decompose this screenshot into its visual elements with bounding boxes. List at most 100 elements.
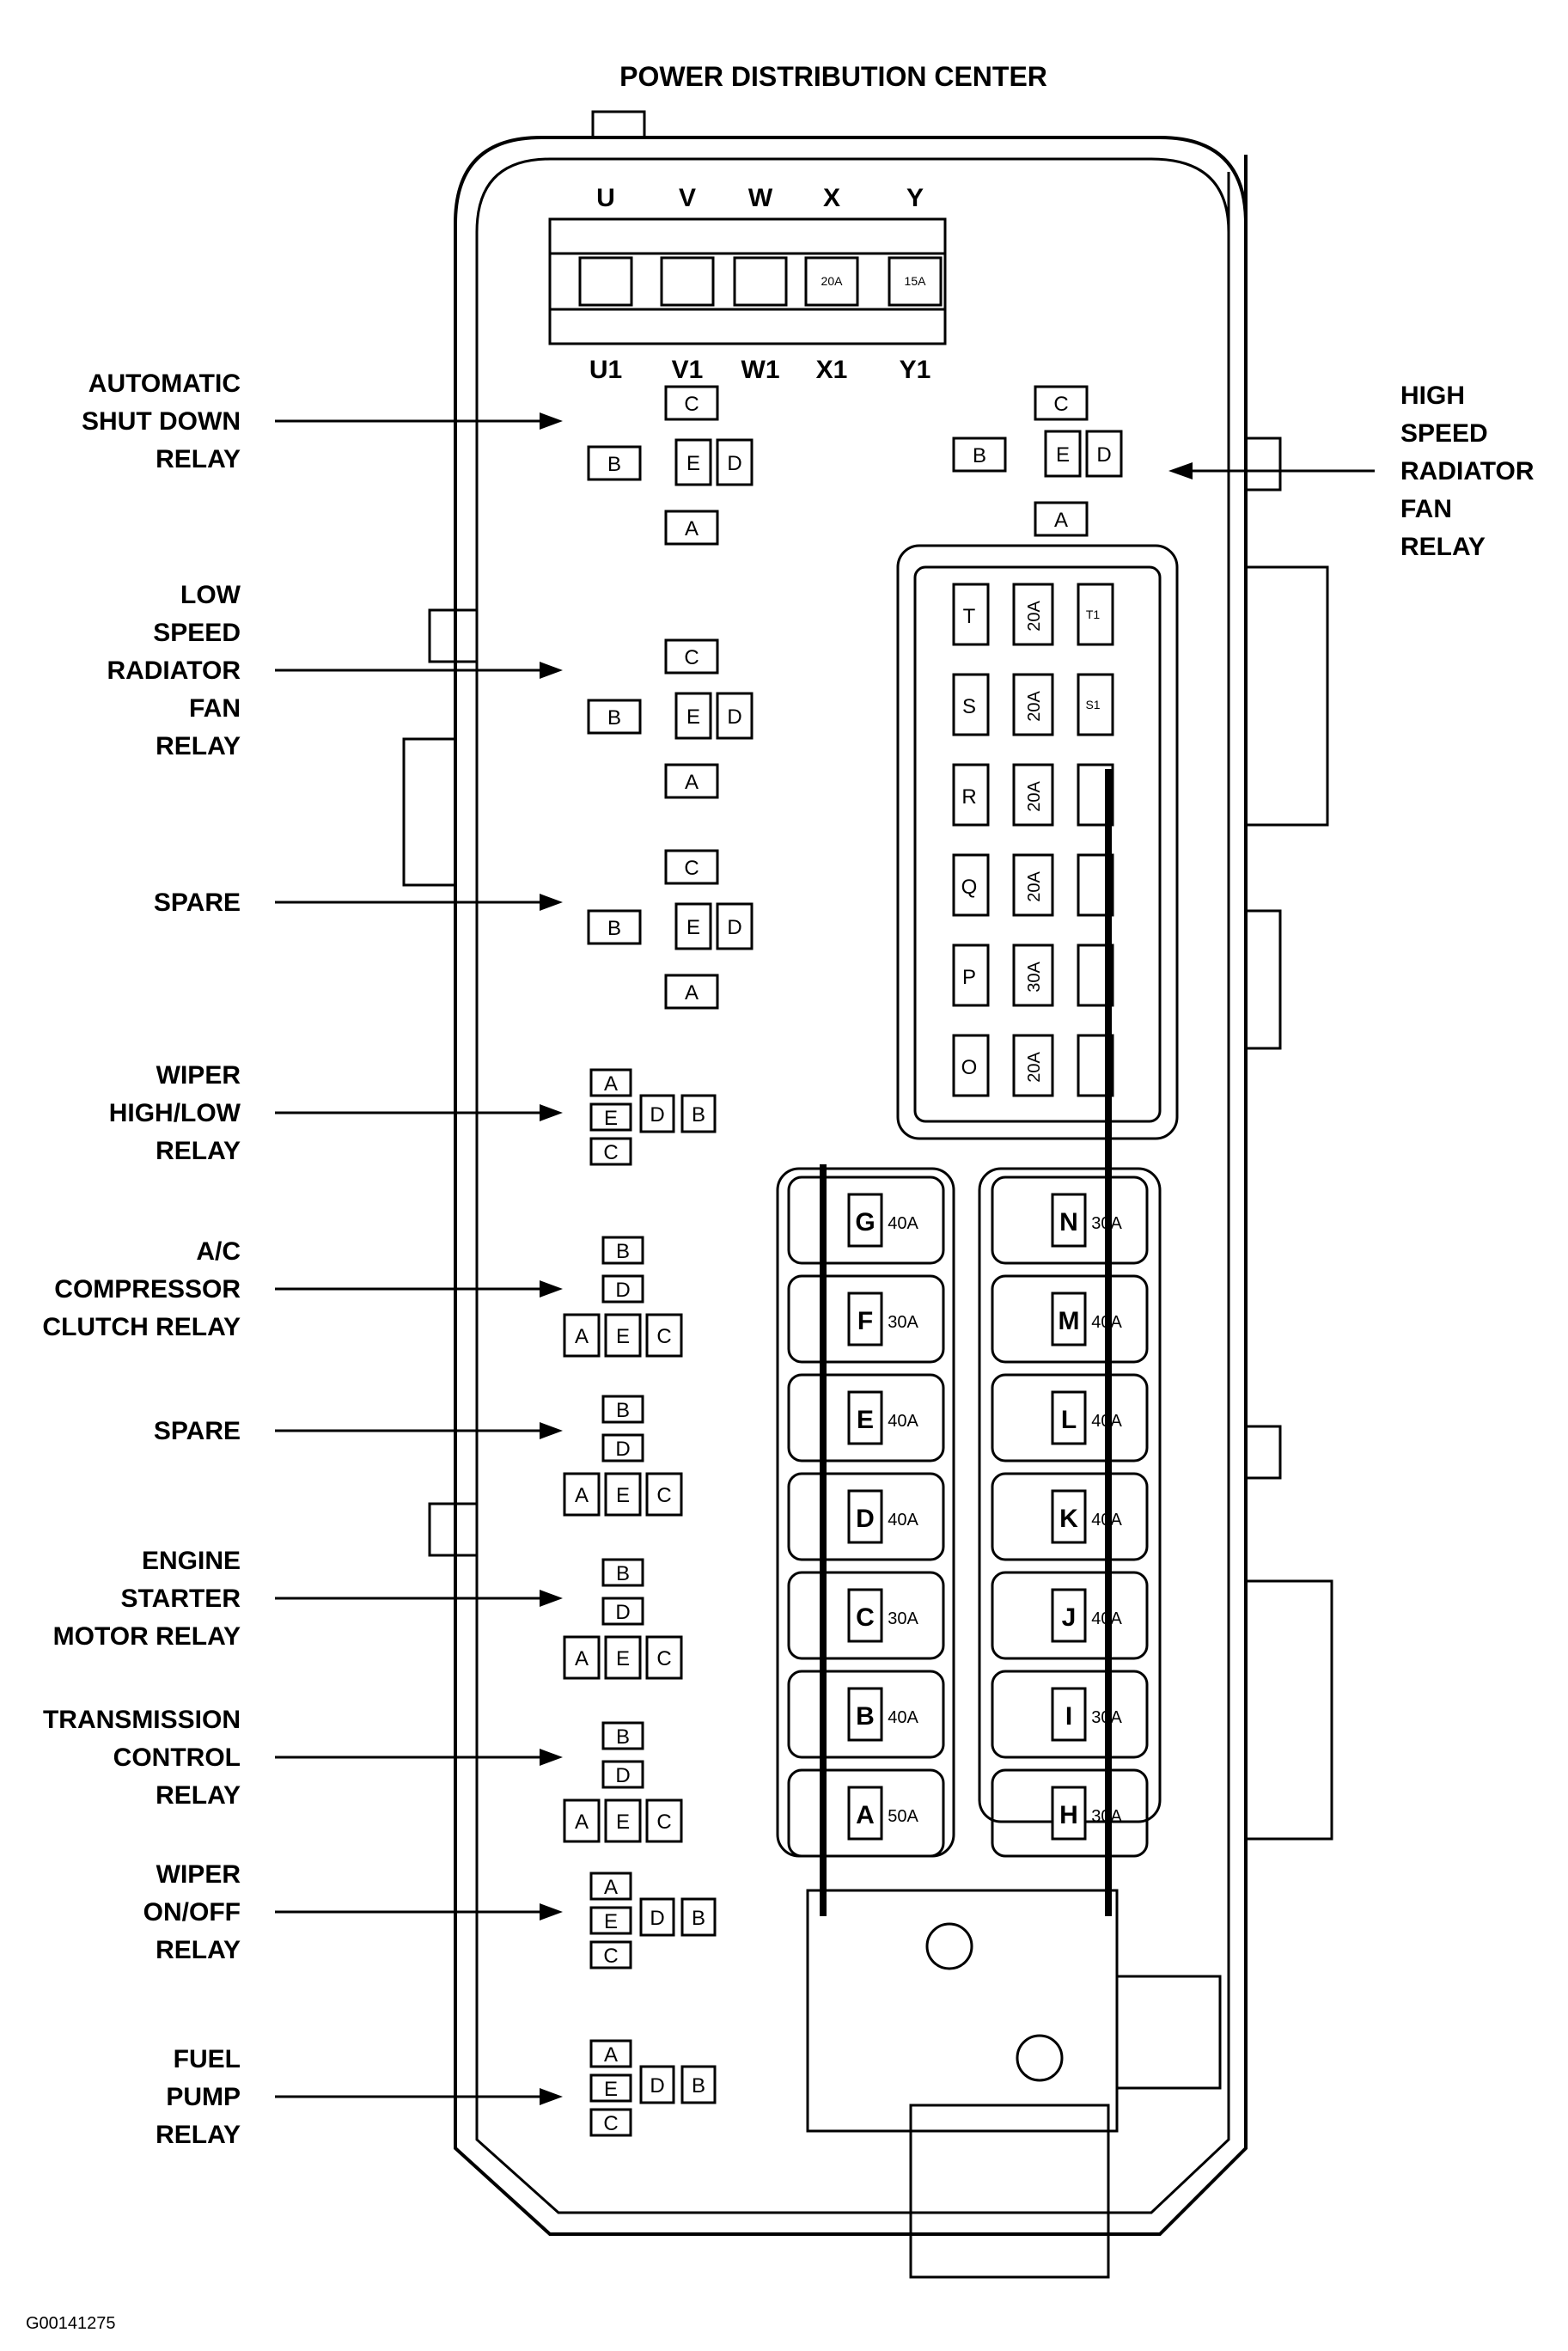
relay-terminal-c: C — [589, 1137, 632, 1166]
svg-text:D: D — [650, 1103, 664, 1127]
maxi-fuse-m: M40A — [991, 1274, 1149, 1364]
svg-text:D: D — [727, 452, 741, 475]
connector-cavity — [660, 256, 715, 307]
maxi-fuse-id: C — [856, 1603, 875, 1632]
relay-terminal-b: B — [680, 1897, 717, 1937]
maxi-fuse-n: N30A — [991, 1176, 1149, 1265]
pointer-arrowhead — [540, 412, 563, 430]
svg-text:A: A — [685, 981, 699, 1005]
connector-rating: 20A — [821, 274, 844, 288]
connector-top-label: W — [748, 184, 773, 212]
relay-terminal-a: A — [589, 2039, 632, 2068]
svg-text:E: E — [616, 1811, 630, 1834]
svg-text:B: B — [607, 453, 621, 476]
svg-text:E: E — [616, 1325, 630, 1348]
diagram-title: POWER DISTRIBUTION CENTER — [619, 61, 1047, 92]
relay-terminal-a: A — [664, 974, 719, 1010]
relay-label-line: CONTROL — [113, 1743, 241, 1772]
connector-bottom-label: W1 — [741, 356, 780, 384]
relay-label-line: A/C — [196, 1237, 241, 1266]
relay-terminal-d: D — [716, 902, 753, 950]
connector-cavity — [888, 256, 943, 307]
maxi-fuse-id: K — [1059, 1505, 1078, 1533]
svg-text:C: C — [1053, 393, 1068, 416]
relay-terminal-e: E — [589, 1102, 632, 1132]
relay-label-line: WIPER — [156, 1061, 241, 1090]
relay-terminal-e: E — [604, 1635, 642, 1680]
svg-text:B: B — [616, 1725, 630, 1749]
maxi-fuse-k: K40A — [991, 1472, 1149, 1561]
svg-text:A: A — [575, 1325, 589, 1348]
maxi-fuse-id: H — [1059, 1801, 1078, 1829]
svg-text:E: E — [616, 1647, 630, 1670]
mini-fuse-slot-label: T1 — [1086, 608, 1101, 621]
maxi-fuse-id: G — [855, 1208, 875, 1237]
relay-terminal-b: B — [601, 1721, 644, 1750]
relay-label-line: FAN — [189, 694, 241, 723]
relay-label-line: SPARE — [154, 1417, 241, 1445]
mini-fuse-rating: 20A — [1025, 1052, 1044, 1083]
svg-text:A: A — [604, 1876, 618, 1899]
relay-terminal-a: A — [664, 510, 719, 546]
high-speed-label-line: SPEED — [1400, 419, 1488, 448]
relay-terminal-e: E — [589, 1906, 632, 1935]
bus-bars — [820, 769, 1112, 1916]
relay-terminal-e: E — [674, 438, 712, 486]
maxi-fuse-id: L — [1061, 1406, 1077, 1434]
relay-label-line: CLUTCH RELAY — [42, 1313, 241, 1341]
relay-terminal-c: C — [664, 638, 719, 675]
maxi-fuse-id: D — [856, 1505, 875, 1533]
terminal-stud-lower — [1016, 2034, 1064, 2082]
relay-label-line: MOTOR RELAY — [53, 1622, 241, 1651]
svg-text:E: E — [604, 1910, 618, 1933]
pointer-arrowhead — [540, 1903, 563, 1920]
svg-text:C: C — [656, 1811, 671, 1834]
svg-text:E: E — [686, 705, 700, 729]
svg-text:C: C — [656, 1325, 671, 1348]
pointer-arrowhead — [540, 1749, 563, 1766]
connector-top-label: V — [679, 184, 696, 212]
svg-text:C: C — [684, 646, 699, 669]
relay-label-line: RELAY — [156, 2121, 241, 2149]
relay-label-line: COMPRESSOR — [54, 1275, 241, 1304]
svg-text:C: C — [684, 393, 699, 416]
pointer-arrowhead — [540, 1422, 563, 1439]
terminal-stud-upper — [925, 1922, 973, 1970]
maxi-fuse-h: H30A — [991, 1768, 1149, 1858]
pointer-arrowhead — [540, 662, 563, 679]
relay-label-line: RELAY — [156, 1936, 241, 1964]
connector-rating: 15A — [905, 274, 927, 288]
relay-label-line: RELAY — [156, 445, 241, 473]
maxi-fuse-id: E — [857, 1406, 874, 1434]
relay-label-line: RELAY — [156, 1781, 241, 1810]
relay-terminal-b: B — [952, 437, 1007, 473]
svg-text:E: E — [1056, 443, 1070, 467]
svg-text:E: E — [604, 2078, 618, 2101]
relay-label-line: WIPER — [156, 1860, 241, 1889]
svg-text:E: E — [604, 1107, 618, 1130]
relay-terminal-b: B — [587, 445, 642, 481]
relay-label-line: PUMP — [166, 2083, 241, 2111]
connector-bottom-label: V1 — [672, 356, 704, 384]
svg-text:C: C — [656, 1484, 671, 1507]
pointer-arrowhead — [540, 1104, 563, 1121]
svg-text:B: B — [692, 1907, 705, 1930]
pointer-arrowhead — [540, 1590, 563, 1607]
relay-terminal-d: D — [639, 1094, 675, 1133]
maxi-fuse-rating: 30A — [888, 1313, 918, 1332]
bottom-terminal-block — [806, 1889, 1222, 2133]
svg-text:B: B — [616, 1399, 630, 1422]
svg-text:D: D — [615, 1279, 630, 1302]
relay-terminal-e: E — [604, 1798, 642, 1843]
svg-text:C: C — [603, 1141, 618, 1164]
